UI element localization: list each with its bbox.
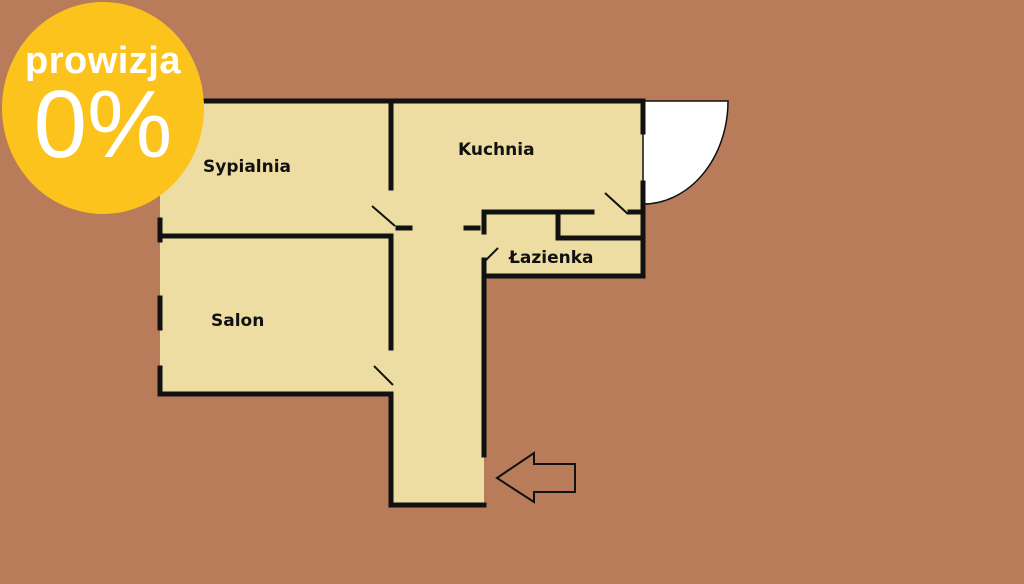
entrance-arrow-icon [495,451,576,504]
room-label-sypialnia: Sypialnia [203,157,291,177]
badge-caption: prowizja [24,40,182,82]
commission-badge: prowizja 0% [2,2,204,214]
apartment-floor [160,101,643,505]
door-leaves [371,192,629,386]
room-label-kuchnia: Kuchnia [458,140,535,160]
door-swing [642,100,729,205]
walls [157,98,646,508]
room-label-salon: Salon [211,311,264,331]
room-label-lazienka: Łazienka [508,248,594,268]
badge-percentage: 0% [33,71,173,178]
